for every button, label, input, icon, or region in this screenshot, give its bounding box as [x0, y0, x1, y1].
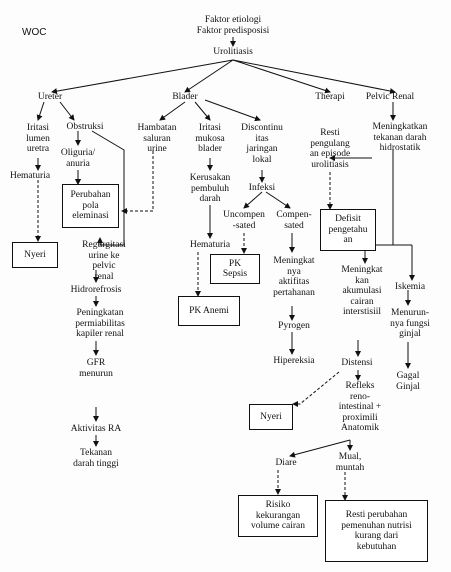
risiko-kekurangan-box: Risiko kekurangan volume cairan: [238, 495, 318, 537]
pk-sepsis-box: PK Sepsis: [210, 254, 260, 284]
nyeri-box-2: Nyeri: [249, 404, 293, 430]
hipereksia-node: Hipereksia: [273, 356, 315, 366]
iskemia-node: Iskemia: [394, 282, 426, 292]
pelvic-renal-node: Pelvic Renal: [365, 92, 415, 102]
pk-anemi-box: PK Anemi: [178, 296, 240, 326]
oliguria-node: Oliguria/ anuria: [60, 148, 96, 169]
meningkat-akumulasi-node: Meningkat kan akumulasi cairan interstis…: [341, 265, 383, 317]
mual-muntah-node: Mual, muntah: [335, 452, 365, 473]
hambatan-node: Hambatan saluran urine: [137, 123, 177, 154]
hidrorefrosis-node: Hidrorefrosis: [70, 285, 122, 295]
pyrogen-node: Pyrogen: [278, 321, 310, 331]
diagram-title: WOC: [22, 27, 47, 38]
meningkat-aktifitas-node: Meningkat nya aktifitas pertahanan: [273, 256, 315, 298]
ureter-node: Ureter: [37, 92, 63, 102]
urolitiasis-node: Urolitiasis: [213, 47, 253, 57]
resti-pengulangan-node: Resti pengulang an episode urolitiasis: [309, 128, 351, 170]
peningkatan-permiabilitas-node: Peningkatan permiabilitas kapiler renal: [75, 308, 125, 339]
therapi-node: Therapi: [315, 92, 345, 102]
resti-perubahan-box: Resti perubahan pemenuhan nutrisi kurang…: [325, 500, 428, 562]
meningkatkan-tekanan-node: Meningkatkan tekanan darah hidrostatik: [372, 122, 428, 153]
obstruksi-node: Obstruksi: [66, 122, 104, 132]
perubahan-pola-box: Perubahan pola eleminasi: [62, 184, 119, 228]
hematuria-blader-node: Hematuria: [189, 240, 231, 250]
compensated-node: Compen- sated: [276, 210, 312, 231]
menurun-fungsi-node: Menurun- nya fungsi ginjal: [390, 308, 430, 339]
gagal-ginjal-node: Gagal Ginjal: [396, 371, 420, 392]
regurgitasi-node: Regurgitasi urine ke pelvic renal: [82, 240, 126, 282]
blader-node: Blader: [172, 92, 198, 102]
uncompensated-node: Uncompen -sated: [223, 210, 265, 231]
infeksi-node: Infeksi: [248, 183, 276, 193]
discontinuitas-node: Discontinu itas jaringan lokal: [241, 123, 283, 165]
diare-node: Diare: [275, 458, 297, 468]
iritasi-mukosa-node: Iritasi mukosa blader: [195, 123, 225, 154]
refleks-node: Refleks reno- intestinal + proximili Ana…: [338, 381, 382, 433]
kerusakan-node: Kerusakan pembuluh darah: [189, 173, 231, 204]
iritasi-uretra-node: Iritasi lumen uretra: [26, 123, 50, 154]
gfr-menurun-node: GFR menurun: [79, 358, 113, 379]
nyeri-box-1: Nyeri: [12, 242, 58, 268]
aktivitas-ra-node: Aktivitas RA: [70, 424, 122, 434]
distensi-node: Distensi: [341, 358, 373, 368]
defisit-pengetahuan-box: Defisit pengetahu an: [320, 209, 376, 251]
hematuria-ureter-node: Hematuria: [9, 171, 51, 181]
tekanan-darah-node: Tekanan darah tinggi: [73, 448, 119, 469]
etiologi-node: Faktor etiologi Faktor predisposisi: [196, 15, 270, 36]
